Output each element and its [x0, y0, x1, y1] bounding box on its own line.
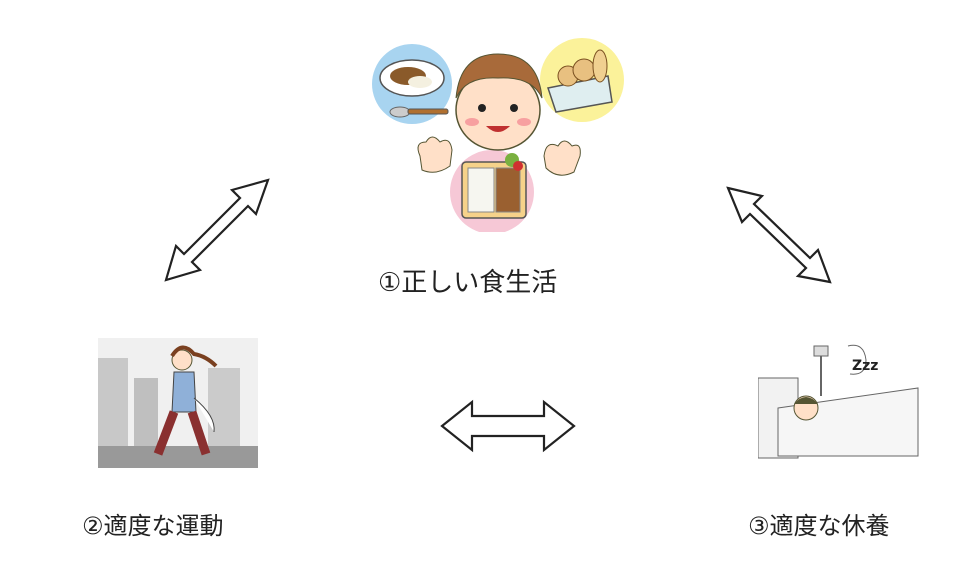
double-arrow-icon — [164, 178, 270, 282]
double-arrow-icon — [726, 186, 832, 284]
label-healthy-diet: ①正しい食生活 — [378, 268, 558, 298]
food-illustration — [372, 38, 624, 232]
label-moderate-rest: ③適度な休養 — [748, 512, 890, 540]
sleeping-man-illustration: Zzz — [758, 344, 919, 459]
sleep-zzz-text: Zzz — [852, 358, 878, 374]
label-moderate-exercise: ②適度な運動 — [82, 512, 224, 540]
walking-woman-illustration — [98, 338, 258, 468]
double-arrow-icon — [440, 399, 576, 453]
